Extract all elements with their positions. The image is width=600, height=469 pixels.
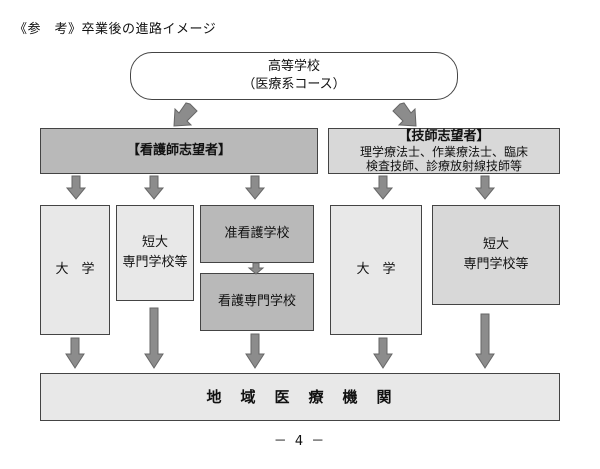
nursing-header-label: 【看護師志望者】 <box>126 143 231 158</box>
arrow-down-icon <box>65 337 85 369</box>
arrow-down-icon <box>474 175 496 200</box>
high-school-course-label: （医療系コース） <box>242 77 346 92</box>
technician-header-box: 【技師志望者】 理学療法士、作業療法士、臨床 検査技師、診療放射線技師等 <box>328 128 560 174</box>
arrow-down-icon <box>475 313 495 369</box>
arrow-down-icon <box>144 307 164 369</box>
technician-occupations-line2: 検査技師、診療放射線技師等 <box>365 159 522 173</box>
arrow-hs-to-nursing <box>173 102 198 127</box>
high-school-box: 高等学校 （医療系コース） <box>130 52 458 100</box>
university-left-box: 大 学 <box>40 205 110 335</box>
arrow-down-icon <box>244 175 266 200</box>
nursing-header-box: 【看護師志望者】 <box>40 128 318 174</box>
assoc-nursing-school-box: 准看護学校 <box>200 205 314 263</box>
technician-occupations-line1: 理学療法士、作業療法士、臨床 <box>359 145 528 159</box>
junior-college-right-label: 短大 <box>482 237 509 252</box>
arrow-down-icon <box>143 175 165 200</box>
arrow-hs-to-technician <box>392 102 417 127</box>
page-title: 《参 考》卒業後の進路イメージ <box>14 22 217 37</box>
nursing-school-box: 看護専門学校 <box>200 273 314 331</box>
arrow-down-icon <box>372 175 394 200</box>
assoc-nursing-school-label: 准看護学校 <box>224 226 290 241</box>
university-right-box: 大 学 <box>330 205 422 335</box>
arrow-down-icon <box>373 337 393 369</box>
university-right-label: 大 学 <box>356 262 396 277</box>
technician-header-label: 【技師志望者】 <box>398 129 490 144</box>
vocational-school-left-label: 専門学校等 <box>122 255 188 270</box>
regional-medical-institutions-box: 地 域 医 療 機 関 <box>40 373 560 421</box>
junior-college-right-box: 短大 専門学校等 <box>432 205 560 305</box>
regional-medical-institutions-label: 地 域 医 療 機 関 <box>206 388 394 406</box>
high-school-label: 高等学校 <box>267 59 320 74</box>
junior-college-left-box: 短大 専門学校等 <box>116 205 194 301</box>
page-number: － 4 － <box>273 434 327 449</box>
junior-college-left-label: 短大 <box>141 235 168 250</box>
arrow-down-icon <box>65 175 87 200</box>
university-left-label: 大 学 <box>55 262 95 277</box>
arrow-down-icon <box>245 333 265 369</box>
nursing-school-label: 看護専門学校 <box>217 294 296 309</box>
vocational-school-right-label: 専門学校等 <box>463 257 529 272</box>
